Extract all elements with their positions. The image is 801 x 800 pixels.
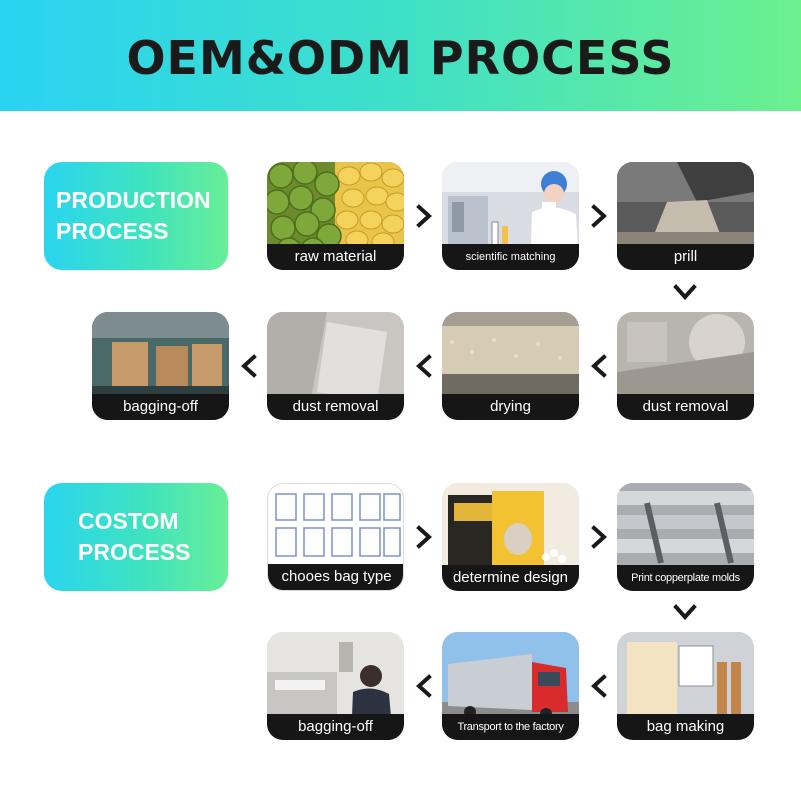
step-caption: Print copperplate molds bbox=[617, 565, 754, 591]
step-caption: determine design bbox=[442, 565, 579, 591]
step-caption: drying bbox=[442, 394, 579, 420]
custom-step-print-molds: Print copperplate molds bbox=[617, 483, 754, 591]
custom-process-label: COSTOM PROCESS bbox=[44, 483, 228, 591]
production-step-drying: drying bbox=[442, 312, 579, 420]
step-caption: prill bbox=[617, 244, 754, 270]
production-step-dust-removal-2: dust removal bbox=[267, 312, 404, 420]
custom-step-determine-design: determine design bbox=[442, 483, 579, 591]
production-step-dust-removal-1: dust removal bbox=[617, 312, 754, 420]
step-caption: scientific matching bbox=[442, 244, 579, 270]
production-label-line1: PRODUCTION bbox=[56, 187, 211, 213]
production-step-raw-material: raw material bbox=[267, 162, 404, 270]
production-step-bagging-off: bagging-off bbox=[92, 312, 229, 420]
arrow-left-icon bbox=[587, 674, 611, 698]
custom-step-bag-making: bag making bbox=[617, 632, 754, 740]
arrow-right-icon bbox=[412, 525, 436, 549]
arrow-left-icon bbox=[587, 354, 611, 378]
arrow-down-icon bbox=[673, 600, 697, 624]
corn-and-beans-photo bbox=[267, 162, 404, 270]
step-caption: bagging-off bbox=[92, 394, 229, 420]
step-caption: raw material bbox=[267, 244, 404, 270]
step-caption: bagging-off bbox=[267, 714, 404, 740]
step-caption: Transport to the factory bbox=[442, 714, 579, 740]
production-process-label: PRODUCTION PROCESS bbox=[44, 162, 228, 270]
custom-label-line2: PROCESS bbox=[78, 539, 191, 565]
arrow-right-icon bbox=[412, 204, 436, 228]
production-label-line2: PROCESS bbox=[56, 218, 169, 244]
arrow-down-icon bbox=[673, 280, 697, 304]
header-banner: OEM&ODM PROCESS bbox=[0, 0, 801, 111]
arrow-right-icon bbox=[587, 525, 611, 549]
step-caption: dust removal bbox=[617, 394, 754, 420]
step-caption: chooes bag type bbox=[268, 564, 403, 590]
step-caption: dust removal bbox=[267, 394, 404, 420]
truck-photo bbox=[442, 632, 579, 740]
production-step-prill: prill bbox=[617, 162, 754, 270]
arrow-right-icon bbox=[587, 204, 611, 228]
custom-step-bagging-off: bagging-off bbox=[267, 632, 404, 740]
custom-label-line1: COSTOM bbox=[78, 508, 179, 534]
page-title: OEM&ODM PROCESS bbox=[126, 31, 675, 85]
custom-step-choose-bag-type: chooes bag type bbox=[267, 483, 404, 591]
production-step-scientific-matching: scientific matching bbox=[442, 162, 579, 270]
arrow-left-icon bbox=[412, 354, 436, 378]
arrow-left-icon bbox=[237, 354, 261, 378]
arrow-left-icon bbox=[412, 674, 436, 698]
step-caption: bag making bbox=[617, 714, 754, 740]
custom-step-transport: Transport to the factory bbox=[442, 632, 579, 740]
